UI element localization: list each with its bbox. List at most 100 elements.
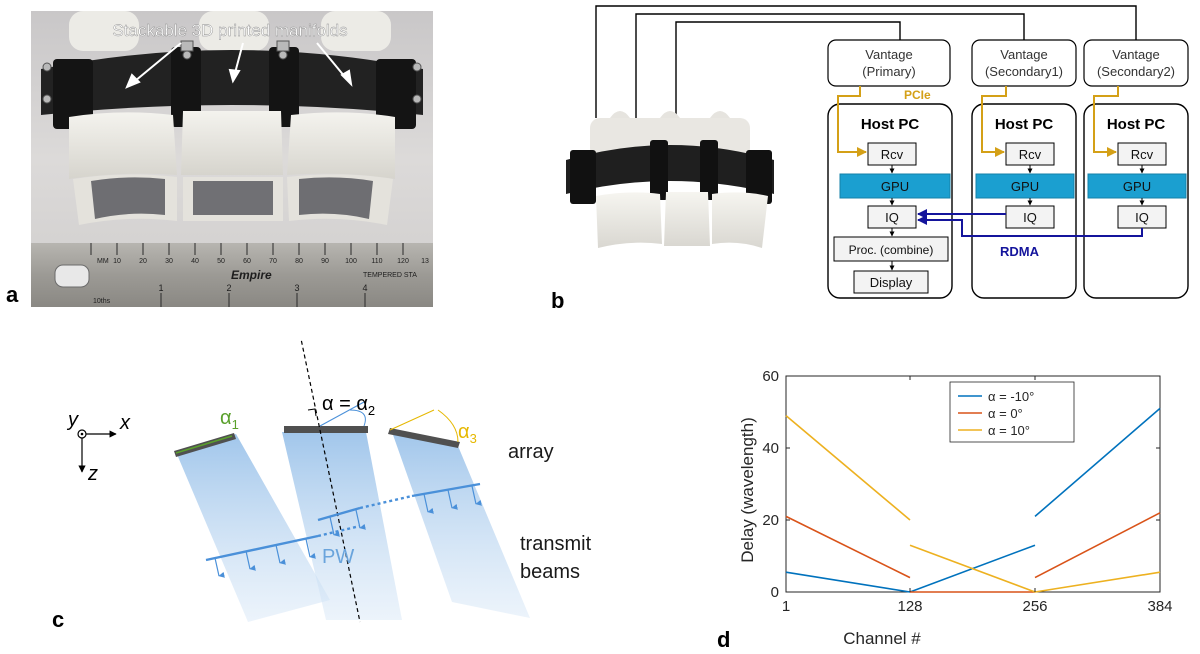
y-tick-label: 20 bbox=[762, 512, 779, 529]
proc-label: Proc. (combine) bbox=[849, 243, 934, 257]
iq-label-1: IQ bbox=[885, 210, 899, 225]
display-block bbox=[853, 270, 929, 294]
array-label: array bbox=[508, 441, 554, 463]
proc-block bbox=[833, 236, 949, 262]
transmit-label-line2: beams bbox=[520, 561, 580, 583]
alpha-eq-label: α = α2 bbox=[322, 393, 375, 418]
host-pc-labels: Host PC Host PC Host PC bbox=[861, 116, 1166, 133]
chart-xlabel: Channel # bbox=[843, 629, 921, 648]
chart-legend: α = -10°α = 0°α = 10° bbox=[949, 381, 1075, 443]
ruler-brand: Empire bbox=[231, 268, 272, 282]
ruler-inch-3: 3 bbox=[294, 283, 299, 293]
vantage-secondary1-name: Vantage bbox=[1000, 47, 1047, 62]
ruler-inch-2: 2 bbox=[226, 283, 231, 293]
ruler-inch-4: 4 bbox=[362, 283, 367, 293]
chart-ylabel: Delay (wavelength) bbox=[738, 417, 757, 563]
alpha1-label: α1 bbox=[220, 407, 239, 432]
ruler-tenths: 10ths bbox=[93, 298, 111, 305]
vantage-secondary2-name: Vantage bbox=[1112, 47, 1159, 62]
alpha3-label: α3 bbox=[458, 421, 477, 446]
ruler-inch-1: 1 bbox=[158, 283, 163, 293]
ruler-mm-70: 70 bbox=[269, 258, 277, 265]
ruler-mm-50: 50 bbox=[217, 258, 225, 265]
panel-a-photo: MM 10 20 30 40 50 60 70 80 90 100 110 12… bbox=[31, 11, 433, 307]
series-line-2-segment-0 bbox=[785, 414, 911, 521]
series-line-0-segment-2 bbox=[1034, 407, 1161, 518]
vantage-labels: Vantage (Primary) Vantage (Secondary1) V… bbox=[862, 47, 1175, 79]
gpu-label-2: GPU bbox=[1011, 179, 1039, 194]
coordinate-axes: y x z bbox=[66, 409, 131, 485]
ruler-mm-20: 20 bbox=[139, 258, 147, 265]
ruler-mm-40: 40 bbox=[191, 258, 199, 265]
chart-series bbox=[785, 407, 1161, 593]
series-line-1-segment-0 bbox=[785, 515, 911, 579]
manifold-caption: Stackable 3D printed manifolds bbox=[112, 21, 347, 40]
gpu-label-3: GPU bbox=[1123, 179, 1151, 194]
y-tick-label: 40 bbox=[762, 440, 779, 457]
probe-body-1 bbox=[69, 11, 139, 51]
plane-wavefronts bbox=[205, 482, 482, 578]
y-tick-label: 60 bbox=[762, 368, 779, 385]
panel-c-schematic: y x z bbox=[66, 340, 592, 623]
rcv-label-3: Rcv bbox=[1131, 147, 1154, 162]
panel-letter-b: b bbox=[551, 288, 565, 313]
probe-body-3 bbox=[321, 11, 391, 51]
rdma-links bbox=[917, 209, 1143, 237]
pw-label: PW bbox=[322, 546, 354, 568]
legend-label-1: α = 0° bbox=[988, 406, 1023, 421]
ruler-mm-13: 13 bbox=[421, 258, 429, 265]
panel-letter-a: a bbox=[6, 282, 19, 307]
angle-markings bbox=[300, 340, 459, 623]
series-line-2-segment-1 bbox=[909, 544, 1036, 593]
host-pc-label-2: Host PC bbox=[995, 116, 1054, 133]
rcv-label-1: Rcv bbox=[881, 147, 904, 162]
flow-arrows bbox=[889, 165, 1145, 271]
ruler-hole bbox=[54, 264, 90, 288]
series-line-1-segment-2 bbox=[1034, 512, 1161, 579]
ruler-mm-10: 10 bbox=[113, 258, 121, 265]
pcie-label: PCIe bbox=[904, 88, 931, 102]
series-line-0-segment-0 bbox=[785, 571, 911, 593]
panel-letter-c: c bbox=[52, 607, 65, 632]
vantage-secondary1-role: (Secondary1) bbox=[985, 64, 1063, 79]
vantage-primary-role: (Primary) bbox=[862, 64, 915, 79]
panel-letter-d: d bbox=[717, 627, 731, 652]
probe-heads bbox=[69, 111, 395, 225]
iq-blocks bbox=[867, 205, 1167, 229]
display-label: Display bbox=[870, 275, 913, 290]
caption-arrows bbox=[125, 42, 353, 89]
axis-z-label: z bbox=[87, 463, 98, 485]
x-tick-label: 128 bbox=[898, 598, 923, 615]
x-tick-label: 256 bbox=[1022, 598, 1047, 615]
rdma-label: RDMA bbox=[1000, 244, 1040, 259]
vantage-primary-name: Vantage bbox=[865, 47, 912, 62]
legend-label-2: α = 10° bbox=[988, 423, 1030, 438]
manifold-bracket bbox=[41, 50, 423, 115]
gpu-label-1: GPU bbox=[881, 179, 909, 194]
legend-box bbox=[949, 381, 1075, 443]
host-pc-label-1: Host PC bbox=[861, 116, 920, 133]
ruler-mm-90: 90 bbox=[321, 258, 329, 265]
rcv-label-2: Rcv bbox=[1019, 147, 1042, 162]
ruler-mm-60: 60 bbox=[243, 258, 251, 265]
pcie-links bbox=[837, 86, 1119, 157]
iq-label-2: IQ bbox=[1023, 210, 1037, 225]
array-photo-small bbox=[564, 111, 778, 252]
ruler-inch-labels: 1 2 3 4 bbox=[158, 283, 367, 293]
x-tick-label: 1 bbox=[782, 598, 790, 615]
iq-label-3: IQ bbox=[1135, 210, 1149, 225]
gpu-blocks bbox=[839, 173, 1187, 199]
ruler-mm-30: 30 bbox=[165, 258, 173, 265]
transmit-label-line1: transmit bbox=[520, 533, 592, 555]
vantage-secondary2-role: (Secondary2) bbox=[1097, 64, 1175, 79]
rcv-blocks bbox=[867, 142, 1167, 166]
ruler-mm-80: 80 bbox=[295, 258, 303, 265]
manifold-frames bbox=[53, 47, 416, 129]
ruler-mm-110: 110 bbox=[371, 258, 382, 265]
panel-b-diagram: Vantage (Primary) Vantage (Secondary1) V… bbox=[564, 5, 1189, 299]
probe-body-2 bbox=[199, 11, 269, 51]
y-tick-label: 0 bbox=[771, 584, 779, 601]
axis-y-label: y bbox=[66, 409, 79, 431]
